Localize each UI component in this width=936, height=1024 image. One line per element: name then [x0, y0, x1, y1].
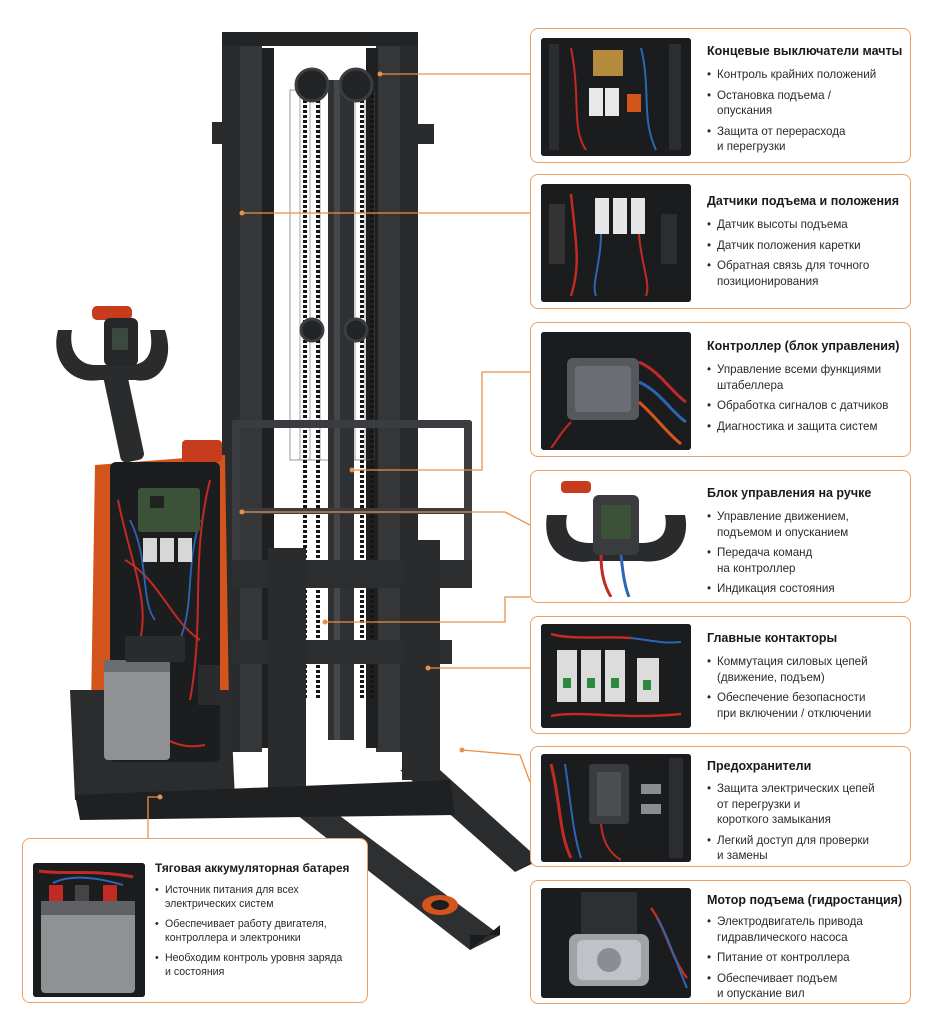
fuse-icon [541, 754, 691, 862]
list-item: Защита от перерасхода и перегрузки [707, 124, 907, 155]
list-item: Остановка подъема / опускания [707, 88, 907, 119]
callout-motor: Мотор подъема (гидростанция) Электродвиг… [530, 880, 911, 1004]
carriage [232, 420, 472, 798]
list-item: Необходим контроль уровня заряда и состо… [155, 951, 365, 980]
list-item: Обеспечивает подъем и опускание вил [707, 971, 907, 1002]
callout-list: Управление всеми функциями штабеллера Об… [707, 362, 907, 439]
callout-title: Главные контакторы [707, 631, 838, 645]
list-item: Передача команд на контроллер [707, 545, 907, 576]
motor-icon [541, 888, 691, 998]
list-item: Защита электрических цепей от перегрузки… [707, 781, 907, 828]
list-item: Датчик положения каретки [707, 238, 907, 254]
list-item: Управление движением, подъемом и опускан… [707, 509, 907, 540]
sensor-icon [541, 184, 691, 302]
callout-handle-unit: Блок управления на ручке Управление движ… [530, 470, 911, 603]
callout-title: Тяговая аккумуляторная батарея [155, 861, 350, 875]
handle-icon [541, 475, 691, 597]
list-item: Обеспечение безопасности при включении /… [707, 690, 907, 721]
list-item: Питание от контроллера [707, 950, 907, 966]
battery-icon [33, 863, 145, 997]
list-item: Контроль крайних положений [707, 67, 907, 83]
callout-title: Мотор подъема (гидростанция) [707, 893, 903, 907]
callout-list: Коммутация силовых цепей (движение, подъ… [707, 654, 907, 726]
list-item: Диагностика и защита систем [707, 419, 907, 435]
list-item: Источник питания для всех электрических … [155, 883, 365, 912]
callout-list: Источник питания для всех электрических … [155, 883, 365, 984]
callout-list: Датчик высоты подъема Датчик положения к… [707, 217, 907, 294]
callout-controller: Контроллер (блок управления) Управление … [530, 322, 911, 457]
contactor-icon [541, 624, 691, 728]
list-item: Электродвигатель привода гидравлического… [707, 914, 907, 945]
leader-lines [147, 73, 531, 838]
tiller [56, 306, 169, 463]
list-item: Управление всеми функциями штабеллера [707, 362, 907, 393]
callout-list: Защита электрических цепей от перегрузки… [707, 781, 907, 869]
callout-list: Управление движением, подъемом и опускан… [707, 509, 907, 602]
list-item: Индикация состояния [707, 581, 907, 597]
callout-title: Предохранители [707, 759, 812, 773]
mast-switch-icon [541, 38, 691, 156]
list-item: Датчик высоты подъема [707, 217, 907, 233]
callout-title: Концевые выключатели мачты [707, 44, 903, 58]
callout-mast-switches: Концевые выключатели мачты Контроль край… [530, 28, 911, 163]
callout-title: Блок управления на ручке [707, 486, 872, 500]
list-item: Легкий доступ для проверки и замены [707, 833, 907, 864]
list-item: Обратная связь для точного позиционирова… [707, 258, 907, 289]
callout-lift-sensors: Датчики подъема и положения Датчик высот… [530, 174, 911, 309]
list-item: Коммутация силовых цепей (движение, подъ… [707, 654, 907, 685]
callout-title: Контроллер (блок управления) [707, 339, 900, 353]
controller-icon [541, 332, 691, 450]
list-item: Обработка сигналов с датчиков [707, 398, 907, 414]
callout-battery: Тяговая аккумуляторная батарея Источник … [22, 838, 368, 1003]
callout-title: Датчики подъема и положения [707, 194, 899, 208]
chassis [70, 440, 455, 820]
callout-list: Контроль крайних положений Остановка под… [707, 67, 907, 160]
list-item: Обеспечивает работу двигателя, контролле… [155, 917, 365, 946]
callout-fuses: Предохранители Защита электрических цепе… [530, 746, 911, 867]
callout-list: Электродвигатель привода гидравлического… [707, 914, 907, 1007]
callout-contactors: Главные контакторы Коммутация силовых це… [530, 616, 911, 734]
